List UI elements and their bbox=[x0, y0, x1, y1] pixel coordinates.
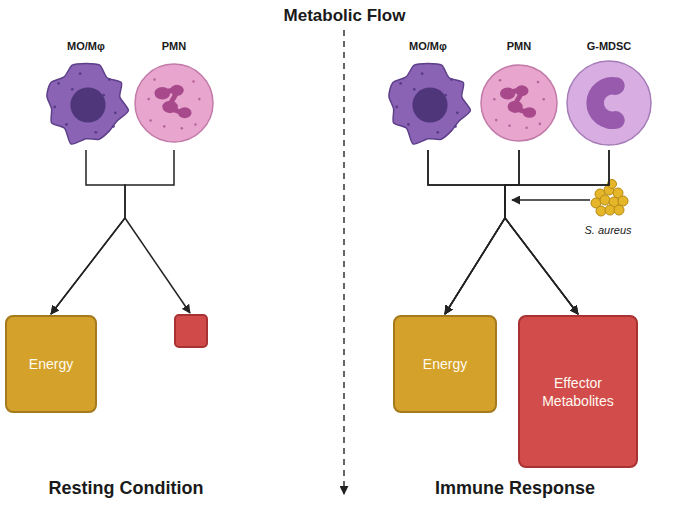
mdsc-body bbox=[567, 61, 651, 145]
cell-drawing bbox=[34, 56, 138, 150]
nucleus-lobe bbox=[515, 85, 528, 96]
box-label: Energy bbox=[423, 355, 467, 373]
granule bbox=[493, 98, 496, 101]
granule bbox=[198, 98, 201, 101]
neutrophil-body bbox=[481, 65, 557, 141]
granule bbox=[525, 126, 528, 129]
organism-label: S. aureus bbox=[566, 224, 650, 237]
macrophage-body bbox=[47, 63, 129, 144]
condition-label: Immune Response bbox=[405, 478, 625, 500]
granule bbox=[53, 106, 56, 109]
immune-cell: PMN bbox=[132, 38, 216, 150]
cell-nucleus bbox=[412, 87, 447, 122]
cell-drawing bbox=[564, 56, 654, 150]
granule bbox=[539, 123, 542, 126]
granule bbox=[194, 123, 197, 126]
immune-cell: MO/Mφ bbox=[376, 38, 480, 150]
energy-box: Energy bbox=[5, 315, 97, 413]
granule bbox=[65, 123, 68, 126]
cell-drawing bbox=[478, 56, 560, 150]
nucleus-lobe bbox=[508, 101, 523, 113]
divider-arrow bbox=[343, 30, 345, 494]
granule bbox=[108, 78, 111, 81]
granule bbox=[79, 72, 82, 75]
flow-arrow bbox=[125, 218, 190, 313]
cell-label: PMN bbox=[478, 38, 560, 54]
granule bbox=[537, 81, 540, 84]
granule bbox=[163, 125, 166, 128]
granule bbox=[399, 82, 402, 85]
cell-drawing bbox=[376, 56, 480, 150]
granule bbox=[71, 88, 74, 91]
nucleus-lobe bbox=[162, 101, 178, 113]
granule bbox=[153, 78, 156, 81]
neutrophil-body bbox=[135, 64, 213, 142]
cell-label: PMN bbox=[132, 38, 216, 54]
stimulus-arrow bbox=[512, 199, 590, 201]
immune-cell: MO/Mφ bbox=[34, 38, 138, 150]
granule bbox=[413, 88, 416, 91]
macrophage-body bbox=[389, 63, 471, 144]
granule bbox=[94, 131, 97, 134]
cell-label: G-MDSC bbox=[564, 38, 654, 54]
granule bbox=[102, 94, 105, 97]
box-label: Effector Metabolites bbox=[526, 374, 630, 410]
granule bbox=[112, 125, 115, 128]
effector-box-small bbox=[175, 315, 207, 347]
nucleus-lobe bbox=[170, 85, 184, 96]
granule bbox=[395, 106, 398, 109]
cell-nucleus bbox=[586, 77, 624, 129]
granule bbox=[149, 119, 152, 122]
flow-connector bbox=[445, 150, 609, 314]
flow-connector bbox=[428, 150, 505, 314]
granule bbox=[454, 125, 457, 128]
nucleus-lobe bbox=[500, 87, 515, 99]
granule bbox=[181, 127, 184, 130]
granule bbox=[444, 94, 447, 97]
granule bbox=[436, 131, 439, 134]
granule bbox=[192, 80, 195, 83]
nucleus-lobe bbox=[178, 107, 192, 118]
nucleus-lobe bbox=[523, 107, 536, 118]
granule bbox=[456, 111, 459, 114]
cell-drawing bbox=[132, 56, 216, 150]
immune-cell: G-MDSC bbox=[564, 38, 654, 150]
cell-nucleus bbox=[70, 87, 105, 122]
nucleus-lobe bbox=[155, 87, 171, 99]
condition-label: Resting Condition bbox=[16, 478, 236, 500]
granule bbox=[421, 72, 424, 75]
cell-label: MO/Mφ bbox=[376, 38, 480, 54]
immune-cell: PMN bbox=[478, 38, 560, 150]
granule bbox=[114, 111, 117, 114]
flow-connector bbox=[51, 150, 174, 314]
granule bbox=[147, 98, 150, 101]
box-label: Energy bbox=[29, 355, 73, 373]
diagram-title: Metabolic Flow bbox=[200, 6, 489, 26]
flow-connector bbox=[428, 150, 578, 314]
granule bbox=[508, 125, 511, 128]
energy-box: Energy bbox=[393, 315, 497, 413]
flow-connector bbox=[445, 150, 519, 314]
granule bbox=[57, 82, 60, 85]
cell-label: MO/Mφ bbox=[34, 38, 138, 54]
effector-box: Effector Metabolites bbox=[518, 315, 638, 468]
granule bbox=[407, 123, 410, 126]
granule bbox=[495, 119, 498, 122]
granule bbox=[499, 79, 502, 82]
granule bbox=[450, 78, 453, 81]
granule bbox=[542, 98, 545, 101]
